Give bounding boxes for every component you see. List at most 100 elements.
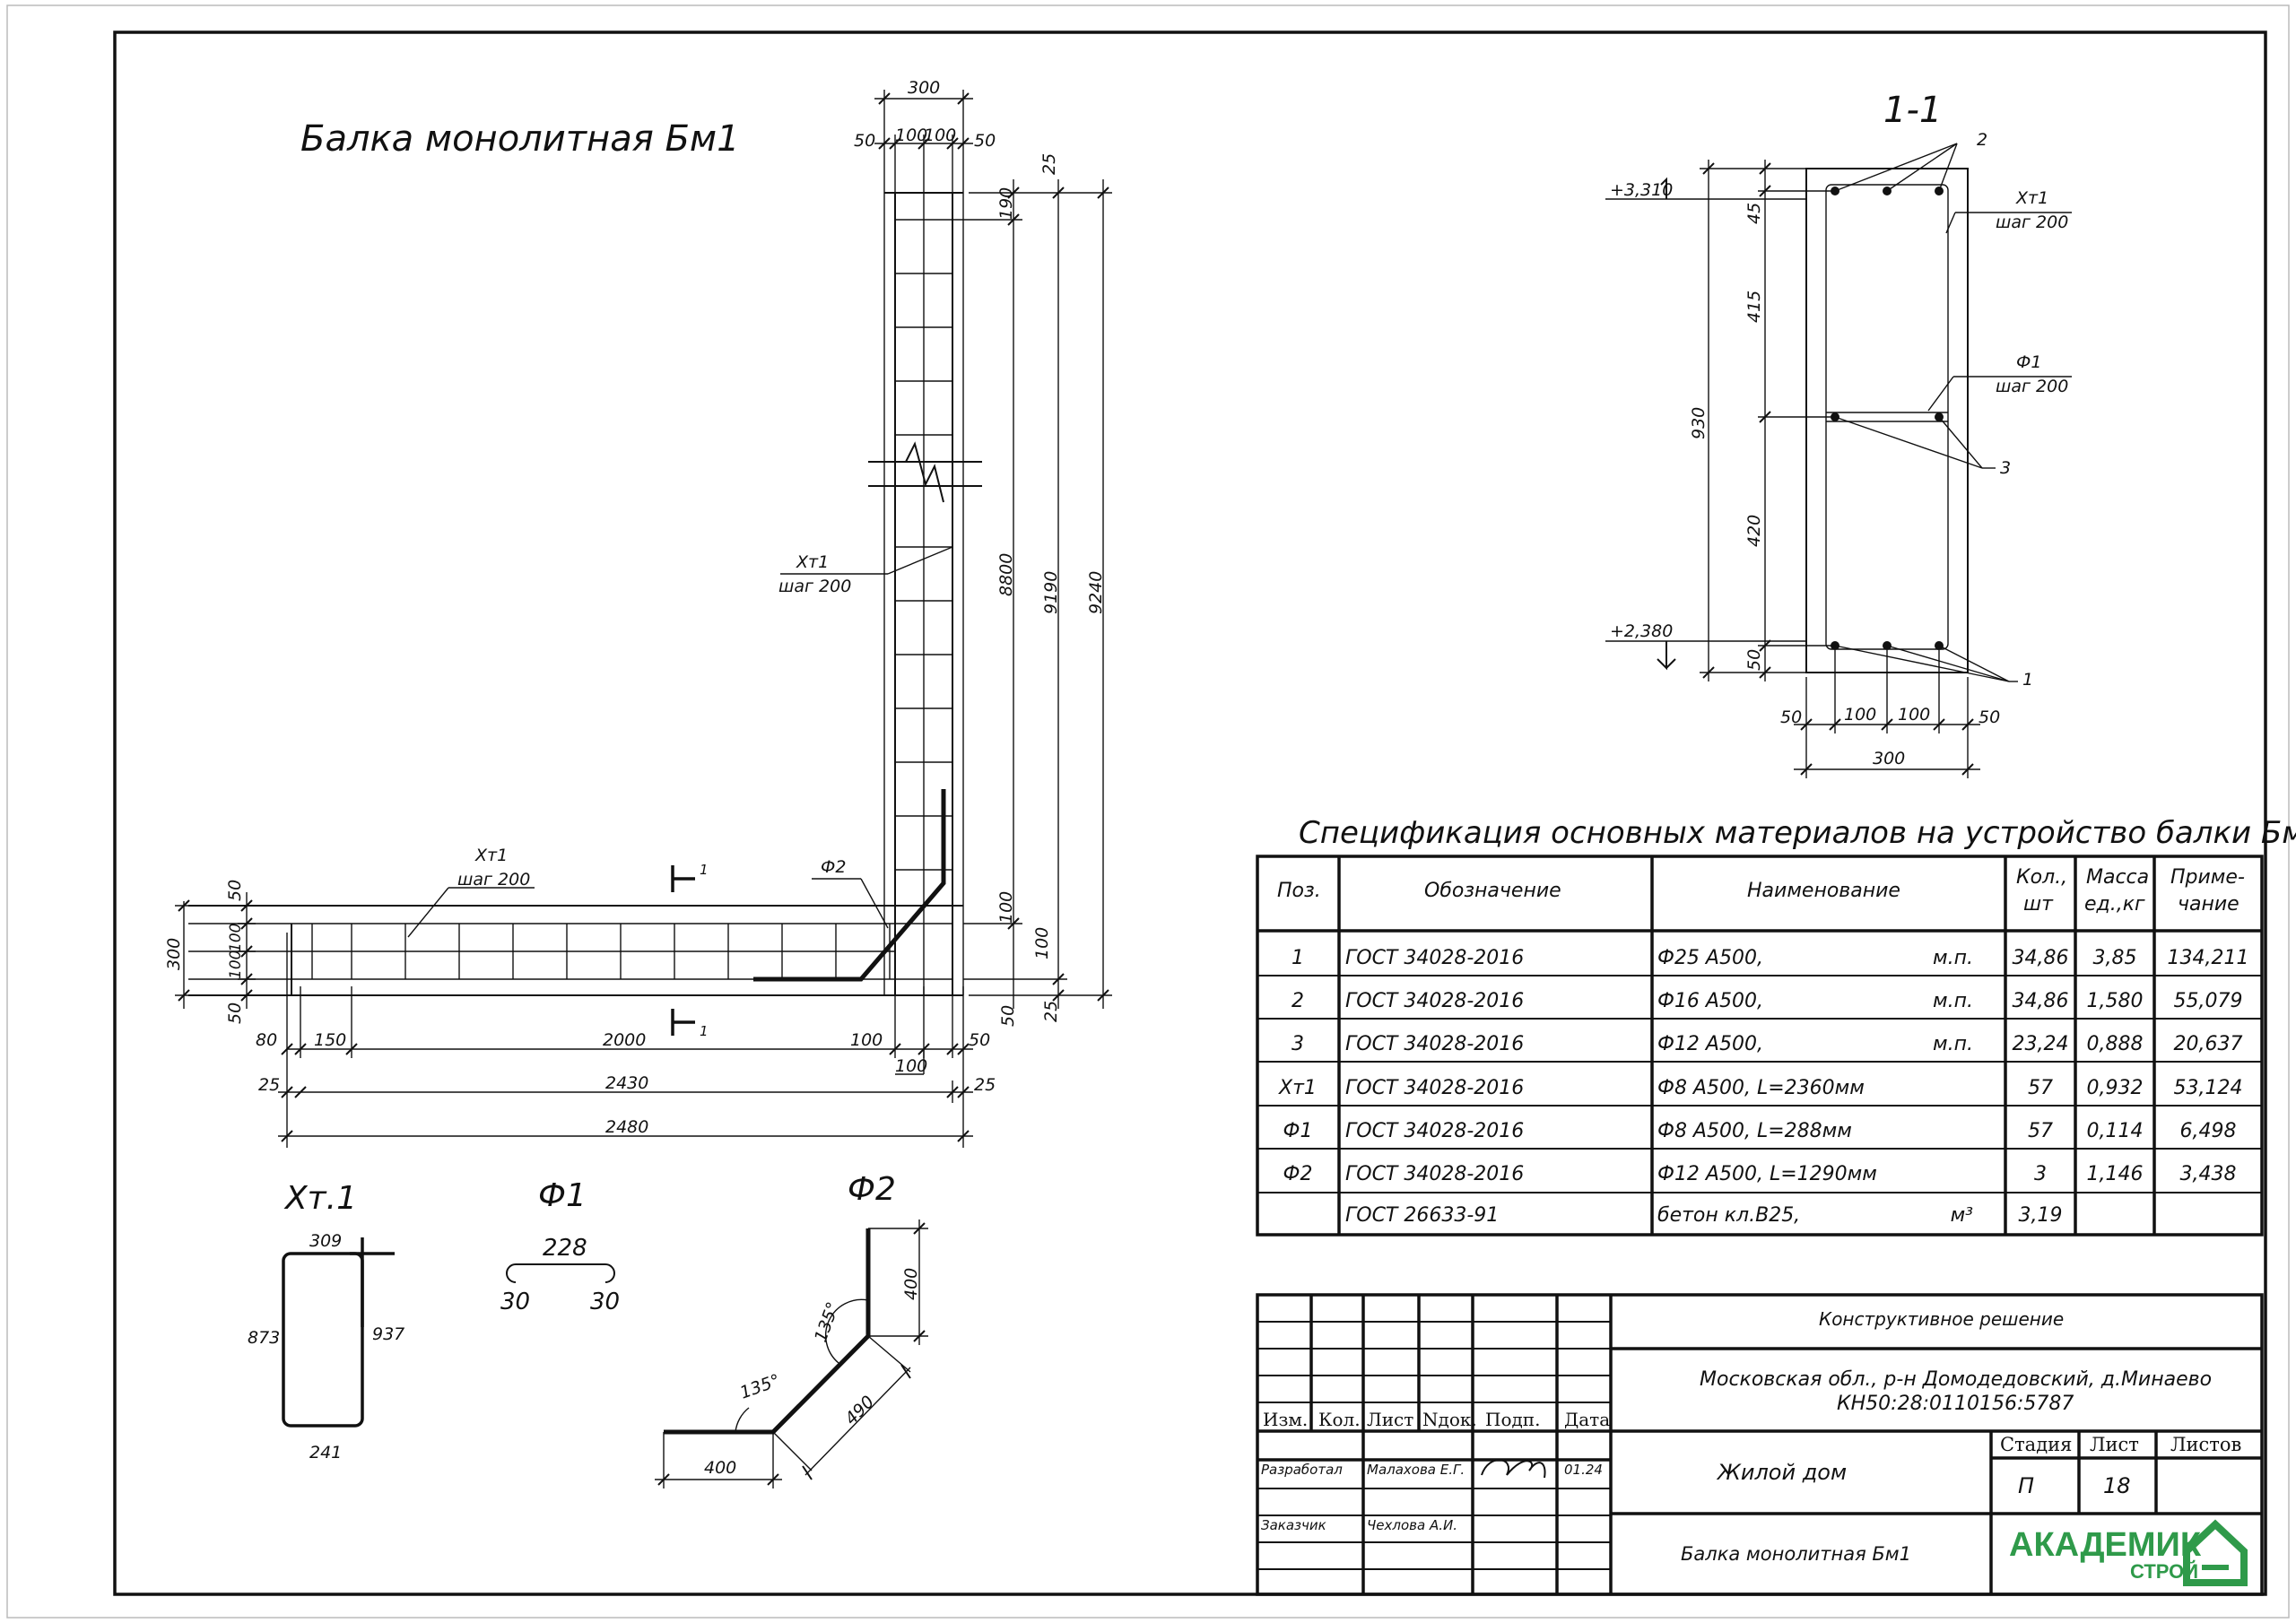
spec-cell-unit: м.п. [1933,947,1973,969]
svg-text:400: 400 [901,1268,921,1300]
section-title: 1-1 [1883,90,1942,131]
spec-cell-designation: ГОСТ 26633-91 [1345,1204,1499,1227]
spec-cell-designation: ГОСТ 34028-2016 [1345,1120,1524,1142]
svg-text:100: 100 [1898,705,1930,725]
svg-text:50: 50 [854,131,875,151]
svg-text:25: 25 [1041,1001,1061,1022]
svg-text:300: 300 [1873,749,1905,768]
svg-text:П: П [2018,1473,2034,1498]
spec-cell-name: бетон кл.В25, [1657,1204,1800,1227]
spec-cell-pos: Ф2 [1283,1163,1313,1185]
svg-text:135°: 135° [737,1370,783,1402]
spec-cell-name: Ф25 А500, [1657,947,1763,969]
spec-title: Спецификация основных материалов на устр… [1299,815,2296,851]
spec-cell-designation: ГОСТ 34028-2016 [1345,1077,1524,1099]
spec-cell-mass: 1,580 [2087,990,2144,1012]
svg-text:930: 930 [1689,407,1709,439]
title-block: Изм. Кол. Лист Nдок. Подп. Дата Разработ… [1256,1293,2264,1596]
detail-xt1: Хт.1 309 873 937 241 [248,1180,404,1462]
svg-text:100: 100 [924,126,956,145]
svg-text:415: 415 [1744,291,1764,323]
svg-text:Хт.1: Хт.1 [283,1180,357,1217]
svg-text:30: 30 [590,1289,620,1315]
svg-text:Балка монолитная Бм1: Балка монолитная Бм1 [1681,1543,1911,1565]
svg-text:50: 50 [1780,707,1802,727]
spec-cell-pos: 1 [1292,947,1304,969]
svg-text:Ф1: Ф1 [538,1177,587,1214]
svg-text:Лист: Лист [2090,1434,2139,1455]
svg-text:45: 45 [1744,203,1764,224]
svg-text:25: 25 [258,1075,280,1095]
svg-text:Хт1: Хт1 [2015,188,2048,208]
svg-text:Жилой дом: Жилой дом [1716,1460,1847,1485]
svg-text:Приме-: Приме- [2170,866,2245,889]
svg-text:100: 100 [895,126,927,145]
spec-cell-name: Ф12 А500, [1657,1033,1763,1055]
svg-text:1: 1 [700,1023,709,1039]
svg-text:241: 241 [309,1443,342,1462]
svg-text:228: 228 [543,1235,587,1262]
spec-cell-name: Ф16 А500, [1657,990,1763,1012]
spec-cell-name: Ф12 А500, L=1290мм [1657,1163,1877,1185]
svg-text:+3,310: +3,310 [1610,180,1673,200]
svg-text:КН50:28:0110156:5787: КН50:28:0110156:5787 [1837,1393,2074,1415]
svg-text:100: 100 [227,950,245,979]
svg-text:Поз.: Поз. [1277,880,1321,902]
svg-text:309: 309 [309,1231,342,1251]
svg-text:+2,380: +2,380 [1610,621,1673,641]
svg-text:100: 100 [227,924,245,952]
svg-text:100: 100 [895,1056,927,1076]
svg-text:9240: 9240 [1086,571,1106,614]
detail-f2: Ф2 400 490 400 135° 135° [655,1171,928,1488]
spec-cell-pos: 3 [1292,1033,1304,1055]
svg-text:шаг 200: шаг 200 [1996,377,2068,396]
spec-cell-note: 6,498 [2180,1120,2237,1142]
svg-text:Наименование: Наименование [1747,880,1900,902]
svg-text:2480: 2480 [605,1117,648,1137]
svg-text:Московская обл., р-н Домодедов: Московская обл., р-н Домодедовский, д.Ми… [1700,1368,2212,1391]
svg-text:Ф2: Ф2 [821,857,846,877]
svg-text:400: 400 [704,1458,736,1478]
svg-text:чание: чание [2178,893,2239,916]
svg-text:80: 80 [256,1030,277,1050]
svg-text:1: 1 [2022,670,2033,690]
spec-cell-qty: 34,86 [2013,947,2069,969]
outer-border [6,4,2290,1619]
svg-text:Заказчик: Заказчик [1261,1517,1326,1533]
spec-cell-mass: 0,888 [2087,1033,2144,1055]
spec-cell-note: 55,079 [2174,990,2243,1012]
svg-text:шт: шт [2023,893,2054,916]
svg-text:300: 300 [908,78,940,98]
svg-text:135°: 135° [811,1299,843,1345]
svg-text:50: 50 [225,1002,245,1024]
svg-text:30: 30 [500,1289,530,1315]
svg-text:Разработал: Разработал [1261,1462,1343,1478]
svg-text:Изм.: Изм. [1263,1409,1308,1430]
svg-text:873: 873 [248,1328,280,1348]
spec-cell-qty: 23,24 [2013,1033,2069,1055]
svg-text:Лист: Лист [1367,1409,1413,1430]
svg-text:Кол.,: Кол., [2016,866,2067,889]
svg-text:Конструктивное решение: Конструктивное решение [1819,1308,2064,1330]
svg-text:100: 100 [1844,705,1876,725]
spec-cell-mass: 3,85 [2093,947,2137,969]
drawing-title: Балка монолитная Бм1 [300,118,740,160]
spec-cell-designation: ГОСТ 34028-2016 [1345,1163,1524,1185]
spec-table: Поз. Обозначение Наименование Кол., шт М… [1256,855,2264,1237]
svg-text:ед.,кг: ед.,кг [2084,893,2145,916]
svg-text:Подп.: Подп. [1485,1409,1540,1430]
svg-text:25: 25 [974,1075,996,1095]
svg-text:Обозначение: Обозначение [1424,880,1561,902]
svg-text:937: 937 [372,1324,404,1344]
svg-text:25: 25 [1039,153,1059,175]
svg-text:2430: 2430 [605,1073,648,1093]
svg-text:Nдок.: Nдок. [1422,1409,1477,1430]
spec-cell-pos: Ф1 [1283,1120,1313,1142]
svg-text:Масса: Масса [2086,866,2149,889]
svg-text:Ф1: Ф1 [2016,352,2041,372]
svg-text:50: 50 [1744,649,1764,671]
spec-cell-pos: 2 [1292,990,1304,1012]
svg-text:9190: 9190 [1041,571,1061,614]
svg-text:Хт1: Хт1 [796,552,829,572]
svg-text:420: 420 [1744,515,1764,547]
